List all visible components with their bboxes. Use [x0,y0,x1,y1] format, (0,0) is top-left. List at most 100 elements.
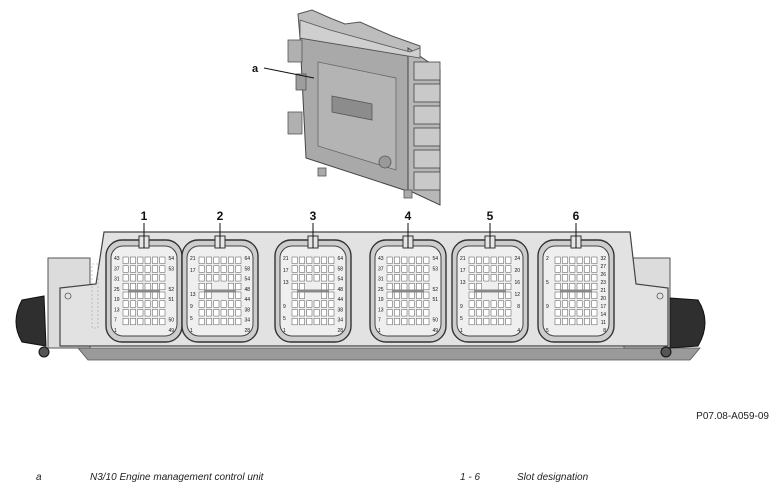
pin-cavity [576,291,583,299]
pin-cavity [394,256,400,264]
pin-cavity [591,291,598,299]
pin-cavity [554,300,561,308]
pin-cavity [198,256,205,264]
pin-cavity [476,274,482,282]
pin-cavity [228,256,234,264]
pin-cavity [490,256,497,264]
pin-cavity [130,256,136,264]
pin-cavity [394,309,400,317]
pin-cavity [152,274,158,282]
pin-number-right: 34 [337,318,343,324]
pin-cavity [554,291,561,299]
pin-cavity [137,300,144,308]
pin-cavity [483,300,490,308]
pin-cavity [328,291,335,299]
pin-number-right: 28 [244,328,250,334]
pin-number-left: 13 [378,307,384,313]
pin-cavity [228,274,234,282]
pin-cavity [152,309,158,317]
pin-number-left: 17 [460,268,466,274]
pin-cavity [313,318,320,326]
pin-cavity [291,291,298,299]
pin-number-right: 52 [168,287,174,293]
pin-number-right: 23 [600,280,606,286]
pin-number-right: 21 [600,288,606,294]
pin-number-left: 13 [460,280,466,286]
pin-cavity [505,265,512,273]
pin-cavity [584,283,590,291]
pin-number-right: 14 [600,312,606,318]
pin-cavity [228,309,234,317]
pin-cavity [562,309,568,317]
pin-cavity [416,256,422,264]
pin-cavity [144,256,151,264]
pin-number-right: 64 [337,256,343,262]
pin-cavity [299,256,305,264]
pin-cavity [159,274,166,282]
pin-cavity [152,265,158,273]
pin-cavity [328,318,335,326]
pin-number-left: 1 [114,328,117,334]
pin-number-left: 1 [378,328,381,334]
pin-cavity [306,256,313,264]
legend-text-range: Slot designation [517,472,589,483]
pin-cavity [408,274,415,282]
pin-cavity [562,265,568,273]
pin-cavity [130,291,136,299]
pin-number-left: 5 [190,316,193,322]
pin-number-right: 50 [168,318,174,324]
pin-cavity [505,309,512,317]
pin-cavity [423,256,430,264]
pin-cavity [321,300,327,308]
pin-cavity [213,274,220,282]
pin-number-left: 31 [114,277,120,283]
pin-cavity [423,265,430,273]
pin-cavity [235,300,242,308]
pin-cavity [394,300,400,308]
pin-cavity [235,309,242,317]
pin-cavity [386,274,393,282]
pin-cavity [299,309,305,317]
pin-number-right: 38 [337,307,343,313]
pin-number-right: 54 [337,277,343,283]
pin-cavity [394,265,400,273]
pin-cavity [476,256,482,264]
pin-cavity [423,318,430,326]
pin-cavity [498,274,504,282]
pin-cavity [198,300,205,308]
pin-cavity [130,309,136,317]
pin-cavity [235,283,242,291]
pin-cavity [235,265,242,273]
pin-cavity [416,318,422,326]
pin-cavity [159,283,166,291]
pin-cavity [490,300,497,308]
pin-cavity [423,300,430,308]
pin-cavity [386,291,393,299]
pin-number-left: 17 [190,268,196,274]
pin-cavity [401,318,408,326]
pin-cavity [423,291,430,299]
pin-cavity [498,283,504,291]
pin-cavity [416,283,422,291]
pin-cavity [299,318,305,326]
pin-cavity [144,274,151,282]
pin-cavity [591,318,598,326]
pin-cavity [159,256,166,264]
pin-cavity [130,318,136,326]
pin-cavity [498,265,504,273]
legend-key-range: 1 - 6 [460,472,481,483]
pin-number-left: 21 [283,256,289,262]
pin-cavity [408,265,415,273]
pin-cavity [235,291,242,299]
pin-cavity [144,300,151,308]
pin-cavity [152,291,158,299]
pin-cavity [505,300,512,308]
pin-cavity [576,265,583,273]
pin-cavity [152,283,158,291]
pin-cavity [554,265,561,273]
pin-cavity [423,309,430,317]
pin-number-right: 52 [432,287,438,293]
